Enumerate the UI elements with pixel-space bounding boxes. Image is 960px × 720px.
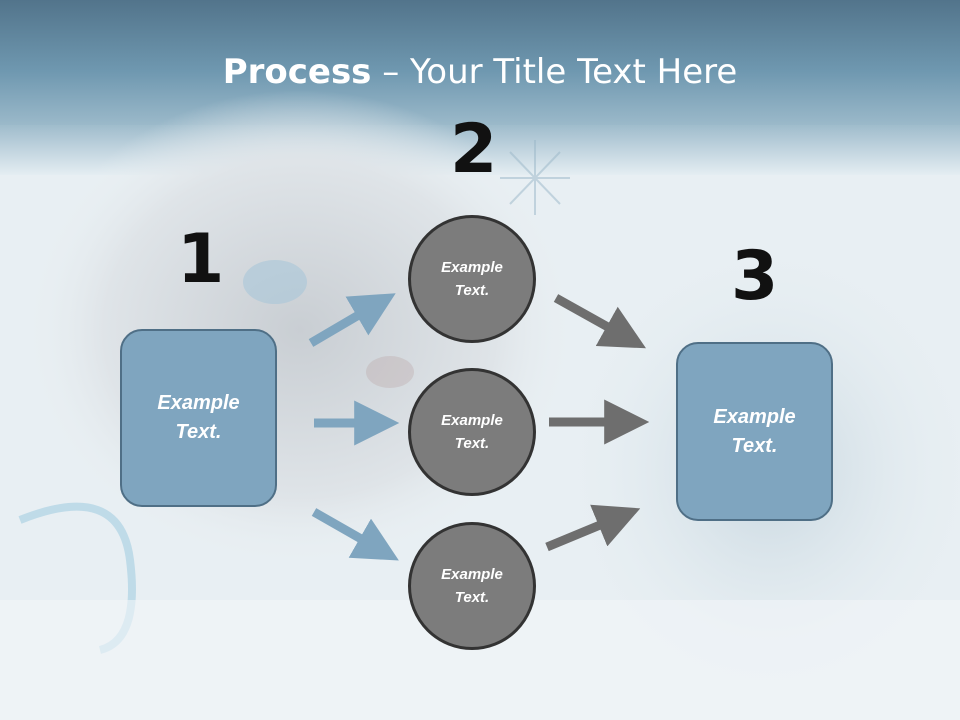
title-rest: – Your Title Text Here [371,52,738,92]
title-bold: Process [222,52,372,92]
step-2-circle-middle: Example Text. [408,368,536,496]
step-number-2: 2 [450,110,498,189]
step-1-box: Example Text. [120,329,277,507]
circle-top-text: Example Text. [441,259,503,299]
arrow-from-circle-bottom [545,504,641,552]
step-2-circle-bottom: Example Text. [408,522,536,650]
step-number-1: 1 [177,220,225,299]
step-3-box: Example Text. [676,342,833,521]
circle-middle-text: Example Text. [441,412,503,452]
arrow-to-circle-bottom [311,508,399,561]
slide-title: Process – Your Title Text Here [0,52,960,92]
arrow-from-circle-top [553,294,646,349]
step-1-text: Example Text. [157,392,240,443]
step-number-3: 3 [731,237,779,316]
step-3-text: Example Text. [713,405,796,457]
arrow-to-circle-top [308,293,396,347]
circle-bottom-text: Example Text. [441,566,503,606]
step-2-circle-top: Example Text. [408,215,536,343]
